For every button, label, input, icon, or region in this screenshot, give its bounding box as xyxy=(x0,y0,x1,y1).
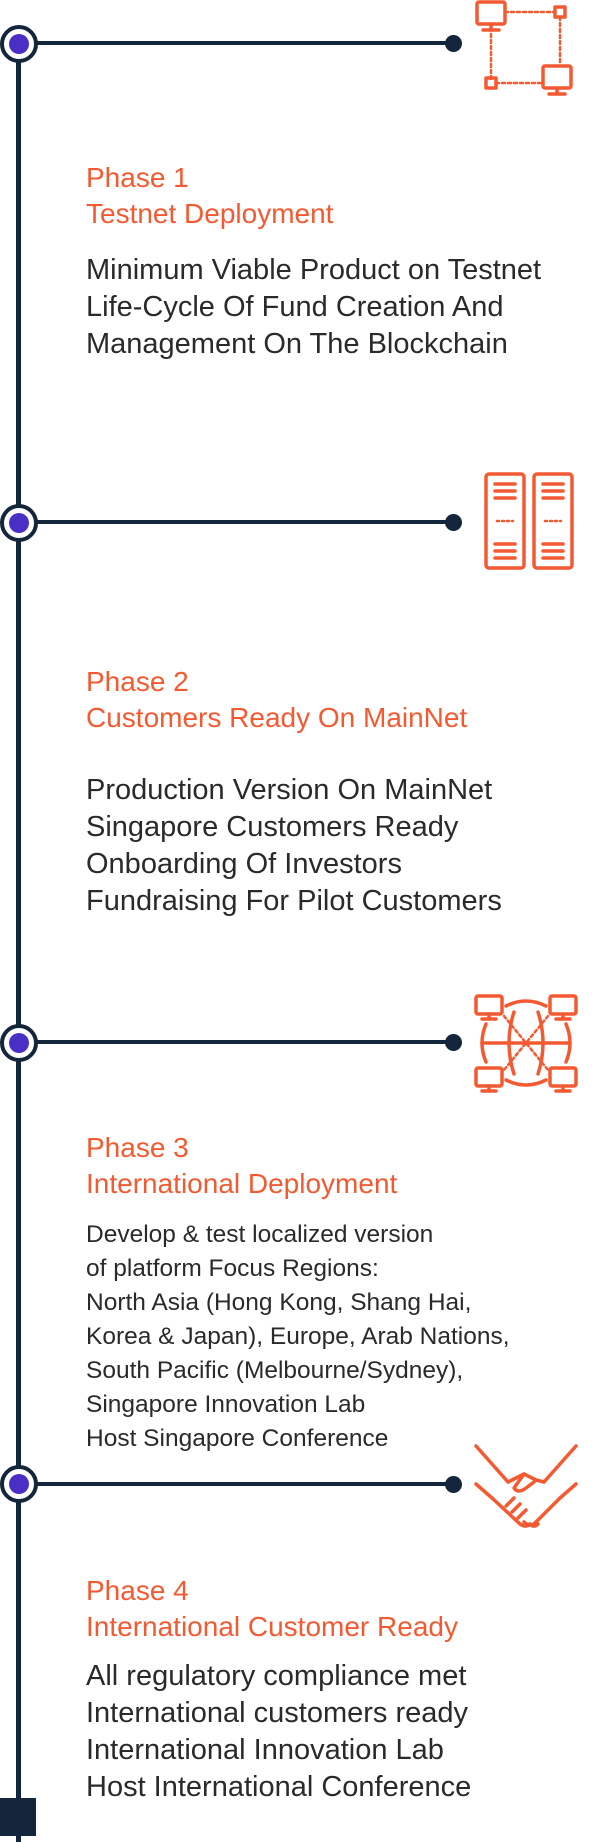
phase-title: Customers Ready On MainNet xyxy=(86,702,468,733)
connector-end-dot xyxy=(445,1476,462,1493)
phase-label: Phase 3 xyxy=(86,1132,189,1163)
phase-label: Phase 2 xyxy=(86,666,189,697)
description-line: Production Version On MainNet xyxy=(86,774,493,806)
description-line: South Pacific (Melbourne/Sydney), xyxy=(86,1357,464,1384)
phase-title: Testnet Deployment xyxy=(86,198,334,229)
description-line: International Innovation Lab xyxy=(86,1734,444,1766)
timeline-connector xyxy=(36,41,456,45)
description-line: Minimum Viable Product on Testnet xyxy=(86,254,542,286)
description-line: North Asia (Hong Kong, Shang Hai, xyxy=(86,1289,472,1316)
timeline-node xyxy=(0,1024,38,1062)
description-line: Host International Conference xyxy=(86,1771,472,1803)
handshake-icon xyxy=(474,1442,578,1546)
phase-title: International Deployment xyxy=(86,1168,398,1199)
description-line: Host Singapore Conference xyxy=(86,1425,389,1452)
description-line: Fundraising For Pilot Customers xyxy=(86,885,502,917)
description-line: Onboarding Of Investors xyxy=(86,848,402,880)
network-computers-icon xyxy=(475,0,575,102)
description-line: Singapore Innovation Lab xyxy=(86,1391,366,1418)
connector-end-dot xyxy=(445,1034,462,1051)
server-icon xyxy=(484,472,576,572)
timeline-node xyxy=(0,25,38,63)
timeline-connector xyxy=(36,1040,456,1044)
phase-label: Phase 1 xyxy=(86,162,189,193)
phase-description: All regulatory compliance met Internatio… xyxy=(86,1658,471,1806)
phase-label: Phase 4 xyxy=(86,1575,189,1606)
description-line: Korea & Japan), Europe, Arab Nations, xyxy=(86,1323,510,1350)
timeline-vertical-line xyxy=(16,42,21,1842)
connector-end-dot xyxy=(445,35,462,52)
global-network-icon xyxy=(474,994,578,1096)
timeline-connector xyxy=(36,520,456,524)
timeline-node xyxy=(0,1465,38,1503)
phase-description: Minimum Viable Product on Testnet Life-C… xyxy=(86,252,541,363)
description-line: Singapore Customers Ready xyxy=(86,811,459,843)
timeline-connector xyxy=(36,1482,456,1486)
connector-end-dot xyxy=(445,514,462,531)
description-line: Life-Cycle Of Fund Creation And xyxy=(86,291,504,323)
timeline-node xyxy=(0,504,38,542)
timeline-end-block xyxy=(0,1798,36,1836)
phase-title: International Customer Ready xyxy=(86,1611,458,1642)
description-line: Management On The Blockchain xyxy=(86,328,508,360)
phase-description: Develop & test localized version of plat… xyxy=(86,1218,510,1456)
description-line: All regulatory compliance met xyxy=(86,1660,467,1692)
description-line: Develop & test localized version xyxy=(86,1221,434,1248)
description-line: of platform Focus Regions: xyxy=(86,1255,379,1282)
description-line: International customers ready xyxy=(86,1697,469,1729)
phase-description: Production Version On MainNet Singapore … xyxy=(86,772,502,920)
